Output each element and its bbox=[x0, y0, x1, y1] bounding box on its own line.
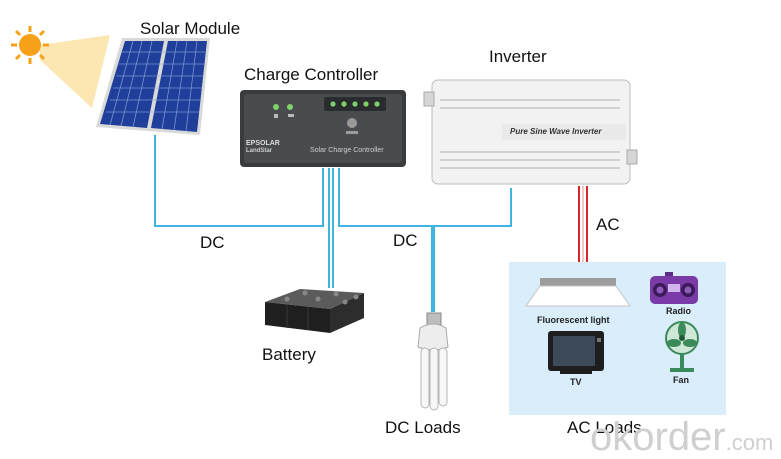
solar-module-icon bbox=[96, 38, 210, 135]
sunlight-beam bbox=[40, 35, 110, 108]
dc-label-left: DC bbox=[200, 233, 225, 252]
inverter-label: Inverter bbox=[489, 47, 547, 66]
watermark-main: okorder bbox=[590, 415, 726, 459]
charge-controller-label: Charge Controller bbox=[244, 65, 379, 84]
battery-icon bbox=[265, 289, 364, 333]
ac-wiring bbox=[578, 186, 588, 264]
watermark-suffix: .com bbox=[725, 430, 774, 455]
tv-icon bbox=[548, 331, 604, 374]
controller-sub: LandStar bbox=[246, 148, 273, 154]
dc-label-right: DC bbox=[393, 231, 418, 250]
controller-name: Solar Charge Controller bbox=[310, 147, 384, 154]
radio-label: Radio bbox=[666, 306, 692, 316]
dc-wiring bbox=[154, 135, 512, 288]
ac-label: AC bbox=[596, 215, 620, 234]
solar-module-label: Solar Module bbox=[140, 19, 241, 38]
charge-controller-device bbox=[240, 90, 406, 167]
radio-icon bbox=[650, 272, 698, 304]
inverter-name: Pure Sine Wave Inverter bbox=[510, 127, 602, 136]
cfl-bulb-icon bbox=[417, 312, 449, 411]
fluorescent-light-label: Fluorescent light bbox=[537, 315, 610, 325]
sun-icon bbox=[11, 26, 49, 64]
fan-label: Fan bbox=[673, 375, 690, 385]
fan-icon bbox=[665, 321, 699, 372]
ac-loads-label: AC Loads bbox=[567, 418, 642, 437]
fluorescent-light-icon bbox=[525, 278, 631, 307]
tv-label: TV bbox=[570, 377, 582, 387]
watermark-text: okorder.com bbox=[590, 415, 773, 459]
battery-label: Battery bbox=[262, 345, 316, 364]
dc-loads-label: DC Loads bbox=[385, 418, 461, 437]
controller-brand: EPSOLAR bbox=[246, 140, 280, 147]
inverter-device bbox=[423, 79, 638, 185]
